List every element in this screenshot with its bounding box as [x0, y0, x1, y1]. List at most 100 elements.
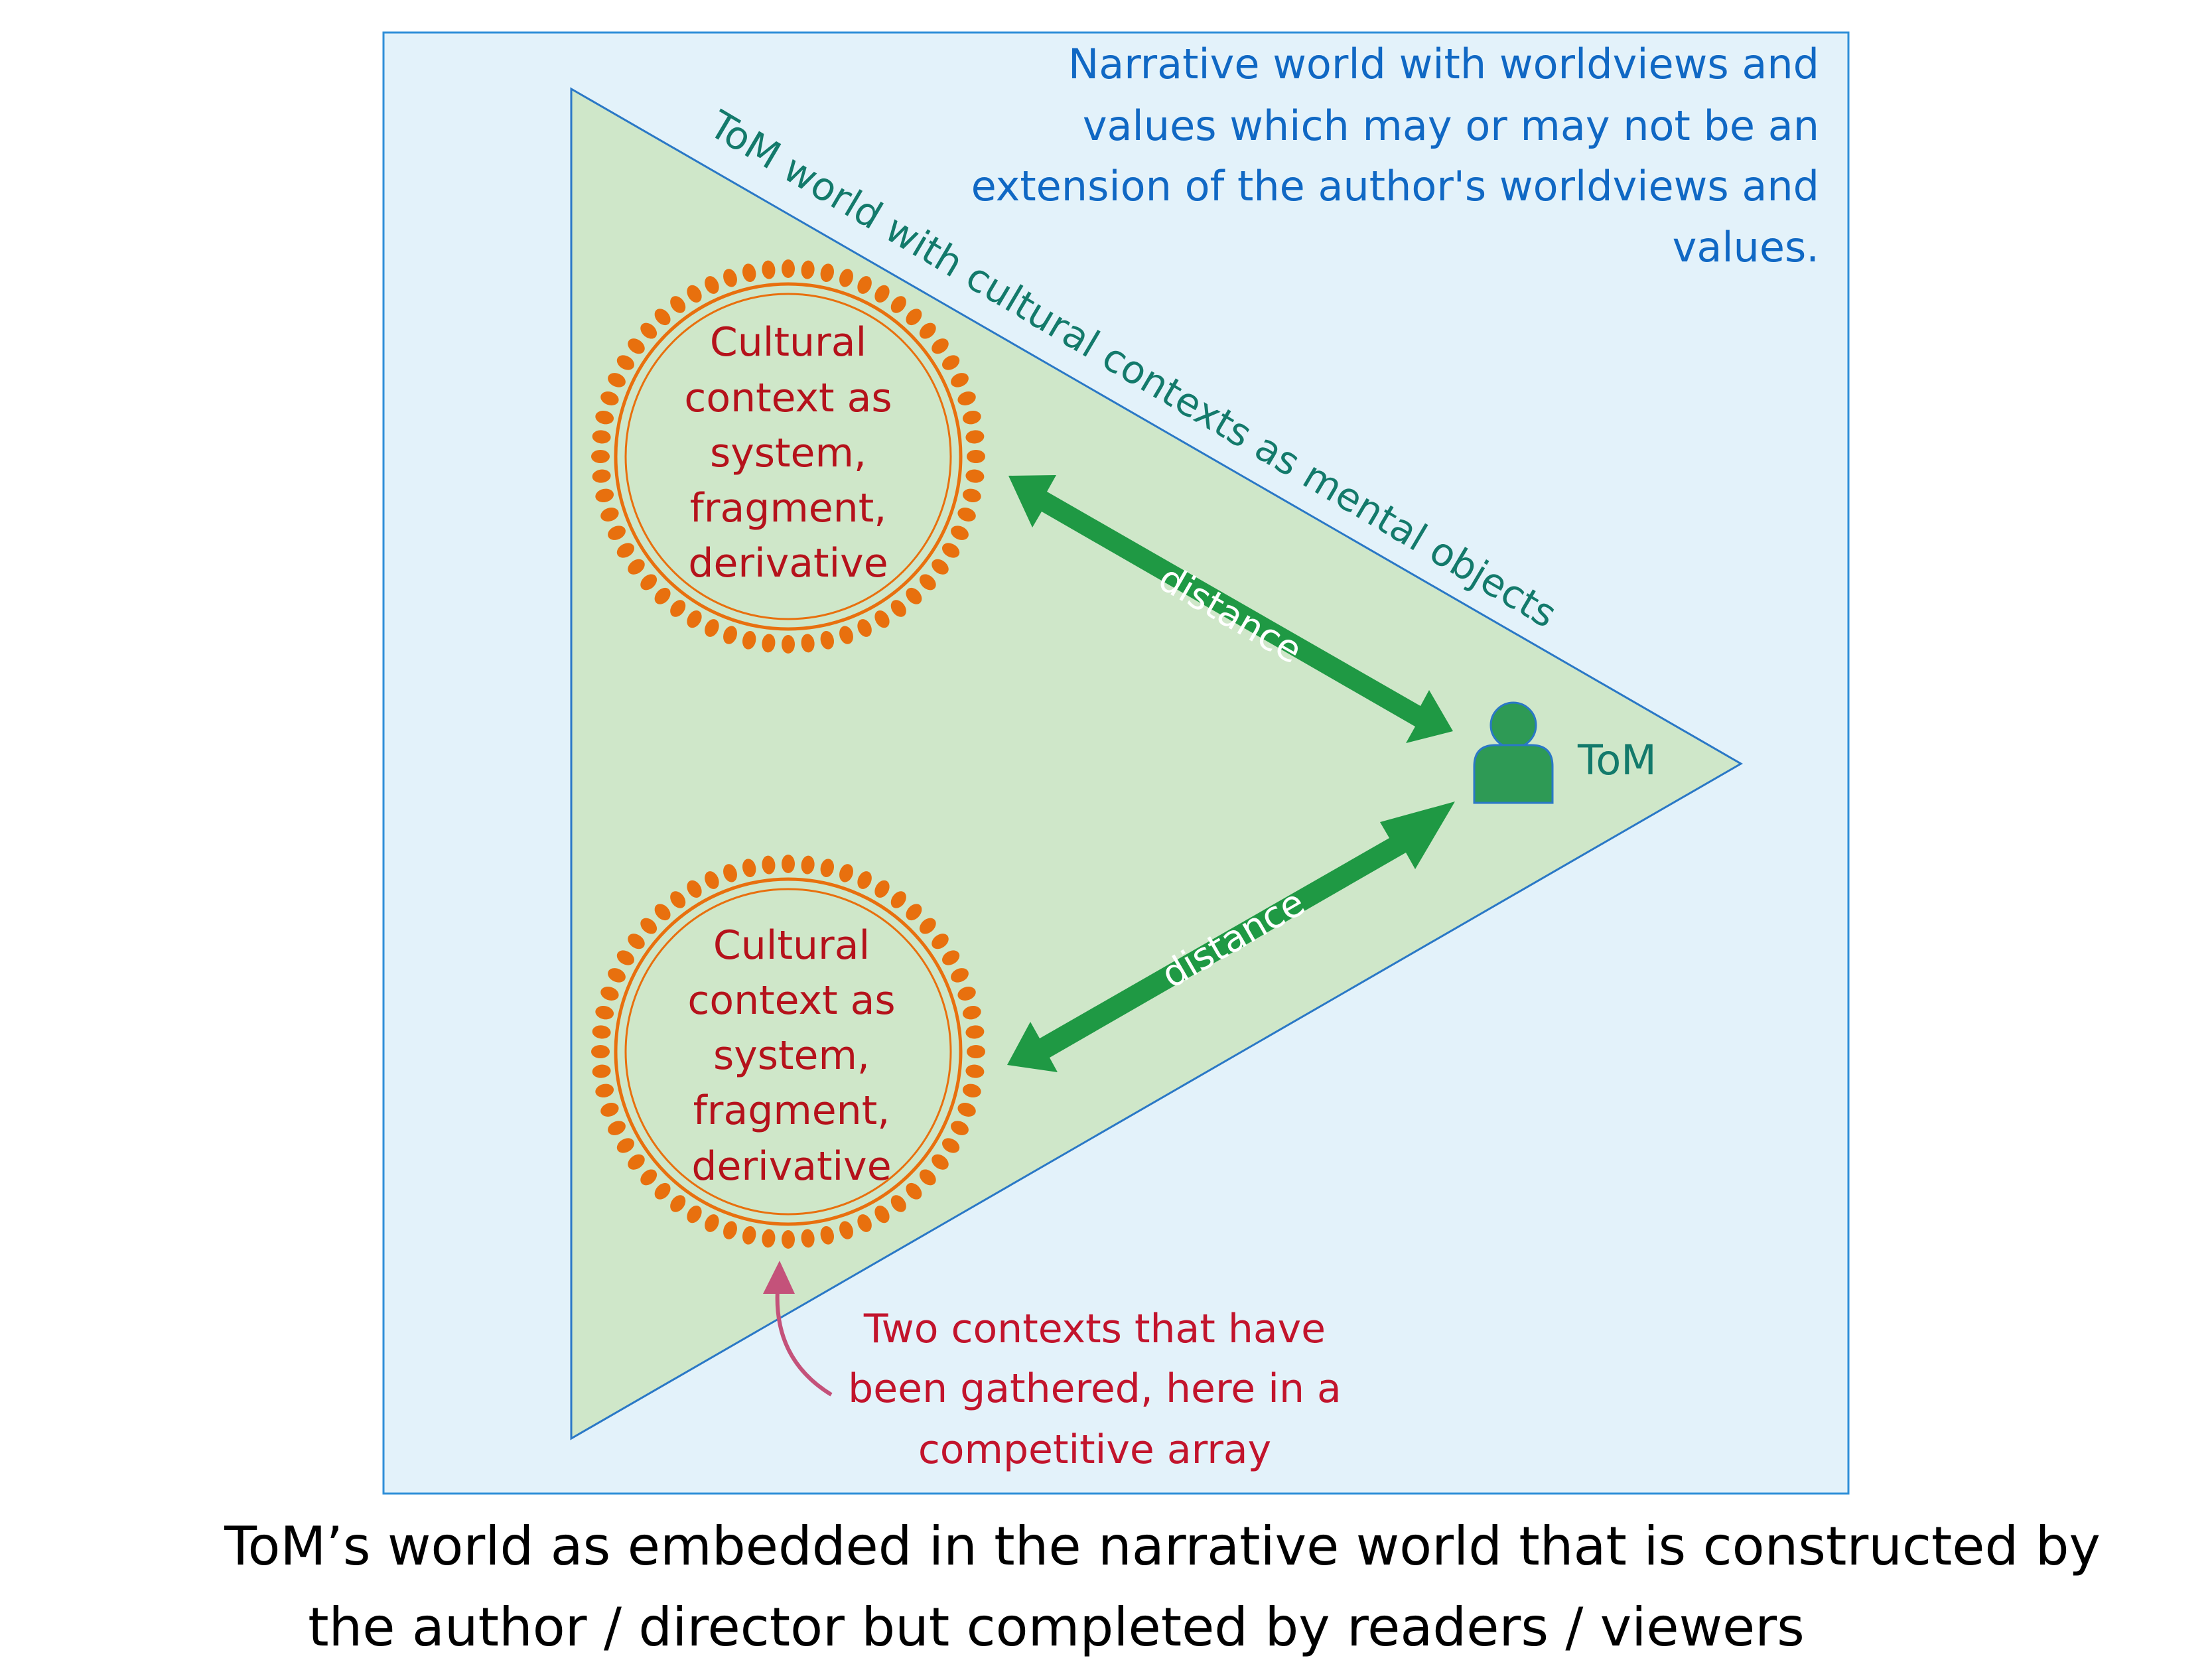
- orange-dot: [906, 1182, 922, 1200]
- context-circle-bottom: Cultural context as system, fragment, de…: [591, 855, 985, 1249]
- orange-dot: [962, 1084, 981, 1098]
- orange-dot: [616, 1138, 635, 1153]
- orange-dot: [723, 1221, 737, 1239]
- orange-dot: [595, 410, 614, 425]
- orange-dot: [906, 904, 922, 921]
- gathered-pointer-arrowhead: [763, 1261, 795, 1294]
- orange-dot: [962, 488, 981, 503]
- orange-dot: [801, 1229, 815, 1248]
- person-icon-body: [1473, 744, 1554, 804]
- orange-dot: [951, 525, 969, 540]
- orange-dot: [839, 269, 853, 287]
- orange-dot: [742, 263, 756, 283]
- orange-dot: [965, 1025, 985, 1039]
- orange-dot: [967, 450, 985, 463]
- gathered-note: Two contexts that have been gathered, he…: [848, 1306, 1342, 1473]
- orange-dot: [890, 1195, 906, 1212]
- orange-dot: [957, 391, 976, 405]
- narrative-note-line-2: values which may or may not be an: [1083, 102, 1819, 150]
- outer-ring-bottom: [614, 877, 963, 1226]
- orange-dot: [962, 1005, 981, 1020]
- orange-dot: [628, 934, 645, 949]
- context-bottom-line-4: fragment,: [693, 1087, 890, 1134]
- orange-dot: [670, 296, 686, 313]
- orange-dot: [762, 1229, 776, 1248]
- orange-dot: [687, 285, 702, 303]
- orange-dot: [919, 574, 936, 591]
- orange-dot: [962, 410, 981, 425]
- orange-dot: [932, 338, 949, 354]
- orange-dot: [820, 263, 835, 283]
- orange-dot: [890, 296, 906, 313]
- orange-dot: [874, 610, 890, 628]
- narrative-world-note: Narrative world with worldviews and valu…: [971, 40, 1819, 271]
- orange-dot: [965, 430, 985, 444]
- orange-dot: [608, 525, 626, 540]
- orange-dot: [687, 610, 702, 628]
- caption-line-2: the author / director but completed by r…: [308, 1596, 1805, 1658]
- orange-dot: [857, 871, 872, 889]
- orange-dot: [782, 259, 795, 278]
- orange-dot: [932, 1154, 949, 1170]
- orange-dot: [640, 322, 657, 339]
- context-bottom-line-2: context as: [687, 977, 895, 1024]
- outer-ring-top: [614, 282, 963, 631]
- inner-ring-bottom: [624, 888, 952, 1216]
- orange-dot: [595, 1005, 614, 1020]
- distance-arrow-bottom: [1007, 802, 1455, 1072]
- orange-dot: [654, 309, 671, 326]
- context-top-line-5: derivative: [688, 540, 888, 587]
- orange-dot: [919, 918, 936, 934]
- orange-dot: [600, 391, 619, 405]
- orange-dot: [705, 871, 719, 889]
- orange-dot: [951, 1121, 969, 1135]
- orange-dot: [951, 968, 969, 983]
- orange-dot: [608, 373, 626, 387]
- orange-dot: [705, 619, 719, 637]
- orange-dot: [654, 1182, 671, 1200]
- orange-dot: [965, 469, 985, 483]
- orange-dot: [801, 855, 815, 875]
- orange-dot: [670, 600, 686, 617]
- orange-dot: [967, 1045, 985, 1058]
- orange-dot: [742, 630, 756, 650]
- narrative-note-line-3: extension of the author's worldviews and: [971, 162, 1819, 210]
- orange-dot: [951, 373, 969, 387]
- orange-dot: [592, 469, 611, 483]
- context-top-line-3: system,: [710, 430, 866, 476]
- orange-dot: [941, 950, 960, 965]
- orange-dot: [965, 1064, 985, 1078]
- orange-dot: [857, 276, 872, 294]
- caption-line-1: ToM’s world as embedded in the narrative…: [224, 1515, 2101, 1577]
- orange-dot: [640, 1169, 657, 1186]
- gathered-note-line-2: been gathered, here in a: [848, 1365, 1342, 1412]
- orange-dot: [762, 855, 776, 875]
- orange-dot: [941, 355, 960, 370]
- orange-dot: [592, 1025, 611, 1039]
- orange-dot: [874, 1205, 890, 1224]
- orange-dot: [874, 880, 890, 898]
- tom-world-triangle: [570, 87, 1744, 1440]
- orange-dot: [839, 864, 853, 882]
- orange-dot: [591, 450, 610, 463]
- orange-dot: [723, 269, 737, 287]
- orange-dot: [628, 338, 645, 354]
- orange-dot: [608, 968, 626, 983]
- orange-dot: [742, 859, 756, 878]
- orange-dot: [932, 559, 949, 575]
- context-bottom-line-1: Cultural: [713, 922, 870, 969]
- orange-dot: [705, 276, 719, 294]
- orange-dot: [957, 1103, 976, 1117]
- orange-dot: [595, 1084, 614, 1098]
- orange-dot: [616, 543, 635, 558]
- context-bottom-line-5: derivative: [691, 1143, 891, 1190]
- context-top-line-1: Cultural: [710, 319, 866, 366]
- orange-dot: [820, 1225, 835, 1245]
- orange-dot: [957, 508, 976, 522]
- orange-dot: [820, 859, 835, 878]
- orange-dot: [782, 855, 795, 873]
- gathered-note-line-1: Two contexts that have: [863, 1306, 1326, 1352]
- person-icon: [1473, 701, 1554, 804]
- orange-dot: [723, 864, 737, 882]
